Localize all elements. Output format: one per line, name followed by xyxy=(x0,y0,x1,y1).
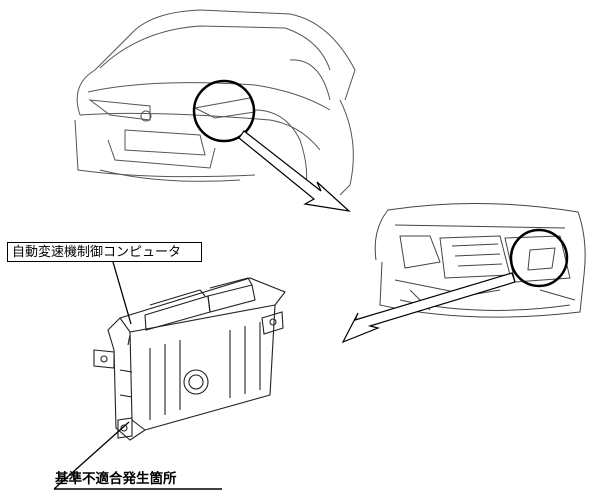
car-front-view xyxy=(74,9,356,196)
engine-bay-view xyxy=(374,203,586,318)
arrow-car-to-engine xyxy=(238,130,351,212)
arrow-engine-to-unit xyxy=(341,272,516,344)
focus-circle-car xyxy=(192,79,256,143)
defect-location-caption: 基準不適合発生箇所 xyxy=(55,471,177,487)
defect-leader-line xyxy=(53,421,130,490)
component-leader-line xyxy=(112,261,132,325)
transmission-control-unit xyxy=(93,277,286,441)
component-label: 自動変速機制御コンピュータ xyxy=(7,242,202,262)
focus-circle-engine xyxy=(509,228,569,288)
